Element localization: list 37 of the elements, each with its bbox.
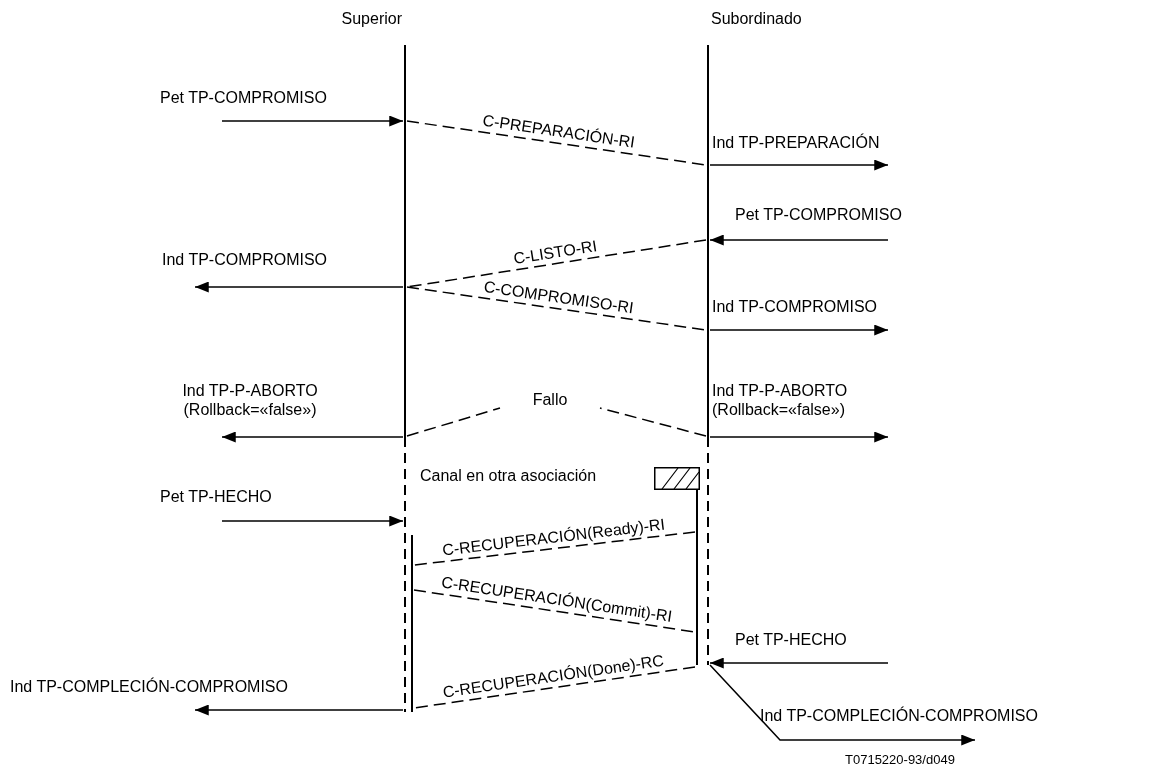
- edge-label: Ind TP-COMPLECIÓN-COMPROMISO: [760, 706, 1038, 725]
- dashed-line: [413, 666, 696, 709]
- edge-label: Ind TP-P-ABORTO (Rollback=«false»): [181, 381, 319, 419]
- arrow: [709, 234, 889, 246]
- arrow: [221, 515, 404, 527]
- failure-label: Fallo: [500, 390, 600, 424]
- arrow: [709, 664, 976, 746]
- edge-label: Ind TP-P-ABORTO (Rollback=«false»): [712, 381, 849, 419]
- edge-label: C-LISTO-RI: [511, 235, 598, 268]
- edge-label: Ind TP-PREPARACIÓN: [712, 133, 880, 152]
- edge-label: Pet TP-HECHO: [735, 630, 847, 649]
- arrow: [194, 704, 404, 716]
- dashed-line: [413, 531, 696, 566]
- arrow: [221, 431, 404, 443]
- arrow: [709, 324, 889, 336]
- lifeline-header: Superior: [341, 9, 402, 28]
- figure-code: T0715220-93/d049: [845, 751, 955, 769]
- dashed-line: [406, 407, 501, 437]
- arrow: [709, 159, 889, 171]
- edge-label: Pet TP-COMPROMISO: [735, 205, 902, 224]
- edge-label: Ind TP-COMPROMISO: [712, 297, 878, 316]
- dashed-line: [406, 286, 707, 331]
- edge-label: Pet TP-HECHO: [160, 487, 272, 506]
- channel-line: [411, 535, 413, 712]
- dashed-line: [413, 589, 696, 633]
- arrow: [221, 115, 404, 127]
- dashed-line: [599, 407, 707, 437]
- arrow: [709, 657, 889, 669]
- dashed-line: [406, 120, 707, 166]
- lifeline-header: Subordinado: [711, 9, 802, 28]
- edge-label: Ind TP-COMPLECIÓN-COMPROMISO: [10, 677, 288, 696]
- arrow: [709, 431, 889, 443]
- arrow: [194, 281, 404, 293]
- legend-label: Canal en otra asociación: [420, 466, 597, 485]
- channel-line: [696, 490, 698, 665]
- edge-label: Ind TP-COMPROMISO: [162, 250, 328, 269]
- edge-label: Pet TP-COMPROMISO: [160, 88, 327, 107]
